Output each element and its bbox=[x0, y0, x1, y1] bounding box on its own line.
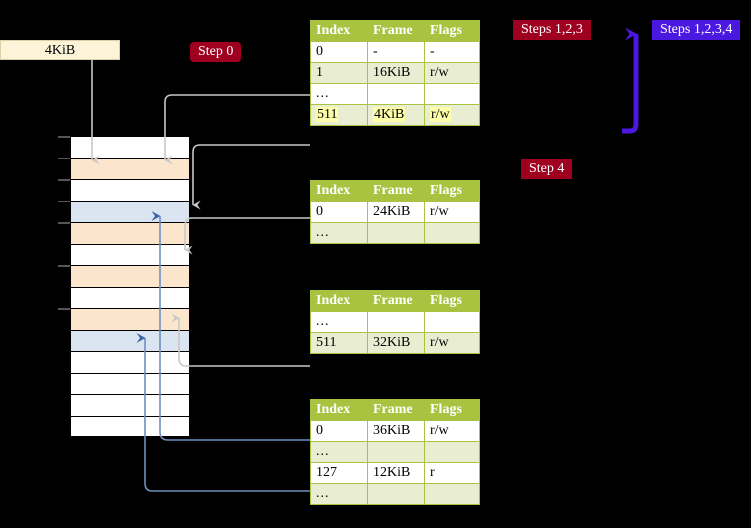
cell-frame bbox=[367, 83, 425, 105]
frame-tick-mark bbox=[58, 200, 70, 202]
cell-frame: 32KiB bbox=[367, 332, 425, 354]
table-row[interactable]: ... bbox=[310, 441, 480, 463]
column-header-index: Index bbox=[310, 180, 368, 202]
column-header-index: Index bbox=[310, 20, 368, 42]
cell-frame: 16KiB bbox=[367, 62, 425, 84]
cell-flags bbox=[424, 441, 480, 463]
frame-tick-mark bbox=[58, 157, 70, 159]
badge-step-4: Step 4 bbox=[521, 159, 573, 179]
memory-frame bbox=[70, 265, 190, 287]
cell-frame: 12KiB bbox=[367, 462, 425, 484]
cell-frame bbox=[367, 311, 425, 333]
memory-frame bbox=[70, 394, 190, 416]
cell-index: ... bbox=[310, 483, 368, 505]
memory-frame bbox=[70, 351, 190, 373]
cell-flags bbox=[424, 311, 480, 333]
cell-flags: r/w bbox=[424, 420, 480, 442]
frame-tick-mark bbox=[58, 222, 70, 224]
cell-index: ... bbox=[310, 311, 368, 333]
cell-index: 511 bbox=[310, 332, 368, 354]
cell-frame bbox=[367, 222, 425, 244]
memory-size-label: 4KiB bbox=[0, 40, 120, 60]
cell-frame: - bbox=[367, 41, 425, 63]
memory-frame bbox=[70, 308, 190, 330]
cell-flags bbox=[424, 83, 480, 105]
cell-frame bbox=[367, 441, 425, 463]
frame-tick-mark bbox=[58, 136, 70, 138]
cell-index: 0 bbox=[310, 201, 368, 223]
memory-frame bbox=[70, 157, 190, 179]
cell-flags: r/w bbox=[424, 104, 480, 126]
cell-flags: r/w bbox=[424, 62, 480, 84]
column-header-flags: Flags bbox=[424, 20, 480, 42]
cell-index: 0 bbox=[310, 41, 368, 63]
column-header-frame: Frame bbox=[367, 20, 425, 42]
cell-flags: r bbox=[424, 462, 480, 484]
memory-frame bbox=[70, 415, 190, 437]
cell-index: ... bbox=[310, 83, 368, 105]
cell-frame bbox=[367, 483, 425, 505]
column-header-flags: Flags bbox=[424, 180, 480, 202]
memory-frame bbox=[70, 372, 190, 394]
memory-frame bbox=[70, 200, 190, 222]
cell-frame: 24KiB bbox=[367, 201, 425, 223]
cell-index: 511 bbox=[310, 104, 368, 126]
cell-flags bbox=[424, 483, 480, 505]
cell-flags: - bbox=[424, 41, 480, 63]
cell-flags bbox=[424, 222, 480, 244]
table-row[interactable]: ... bbox=[310, 83, 480, 105]
badge-steps-1-2-3-4: Steps 1,2,3,4 bbox=[652, 20, 741, 40]
frame-tick-mark bbox=[58, 179, 70, 181]
cell-frame: 36KiB bbox=[367, 420, 425, 442]
cell-index: 1 bbox=[310, 62, 368, 84]
cell-index: 127 bbox=[310, 462, 368, 484]
column-header-frame: Frame bbox=[367, 180, 425, 202]
frame-tick-mark bbox=[58, 265, 70, 267]
column-header-frame: Frame bbox=[367, 290, 425, 312]
memory-frame bbox=[70, 136, 190, 158]
column-header-index: Index bbox=[310, 399, 368, 421]
cell-frame: 4KiB bbox=[367, 104, 425, 126]
column-header-index: Index bbox=[310, 290, 368, 312]
memory-frame bbox=[70, 329, 190, 351]
cell-index: ... bbox=[310, 441, 368, 463]
physical-memory-column bbox=[70, 136, 190, 437]
table-row[interactable]: ... bbox=[310, 483, 480, 505]
badge-steps-1-2-3: Steps 1,2,3 bbox=[513, 20, 591, 40]
memory-frame bbox=[70, 286, 190, 308]
memory-frame bbox=[70, 243, 190, 265]
memory-frame bbox=[70, 179, 190, 201]
table-row[interactable]: 0-- bbox=[310, 41, 480, 63]
cell-flags: r/w bbox=[424, 332, 480, 354]
column-header-frame: Frame bbox=[367, 399, 425, 421]
cell-flags: r/w bbox=[424, 201, 480, 223]
badge-step-0: Step 0 bbox=[190, 42, 242, 62]
frame-tick-mark bbox=[58, 308, 70, 310]
memory-frame bbox=[70, 222, 190, 244]
column-header-flags: Flags bbox=[424, 290, 480, 312]
table-row[interactable]: ... bbox=[310, 311, 480, 333]
column-header-flags: Flags bbox=[424, 399, 480, 421]
cell-index: 0 bbox=[310, 420, 368, 442]
cell-index: ... bbox=[310, 222, 368, 244]
table-row[interactable]: ... bbox=[310, 222, 480, 244]
